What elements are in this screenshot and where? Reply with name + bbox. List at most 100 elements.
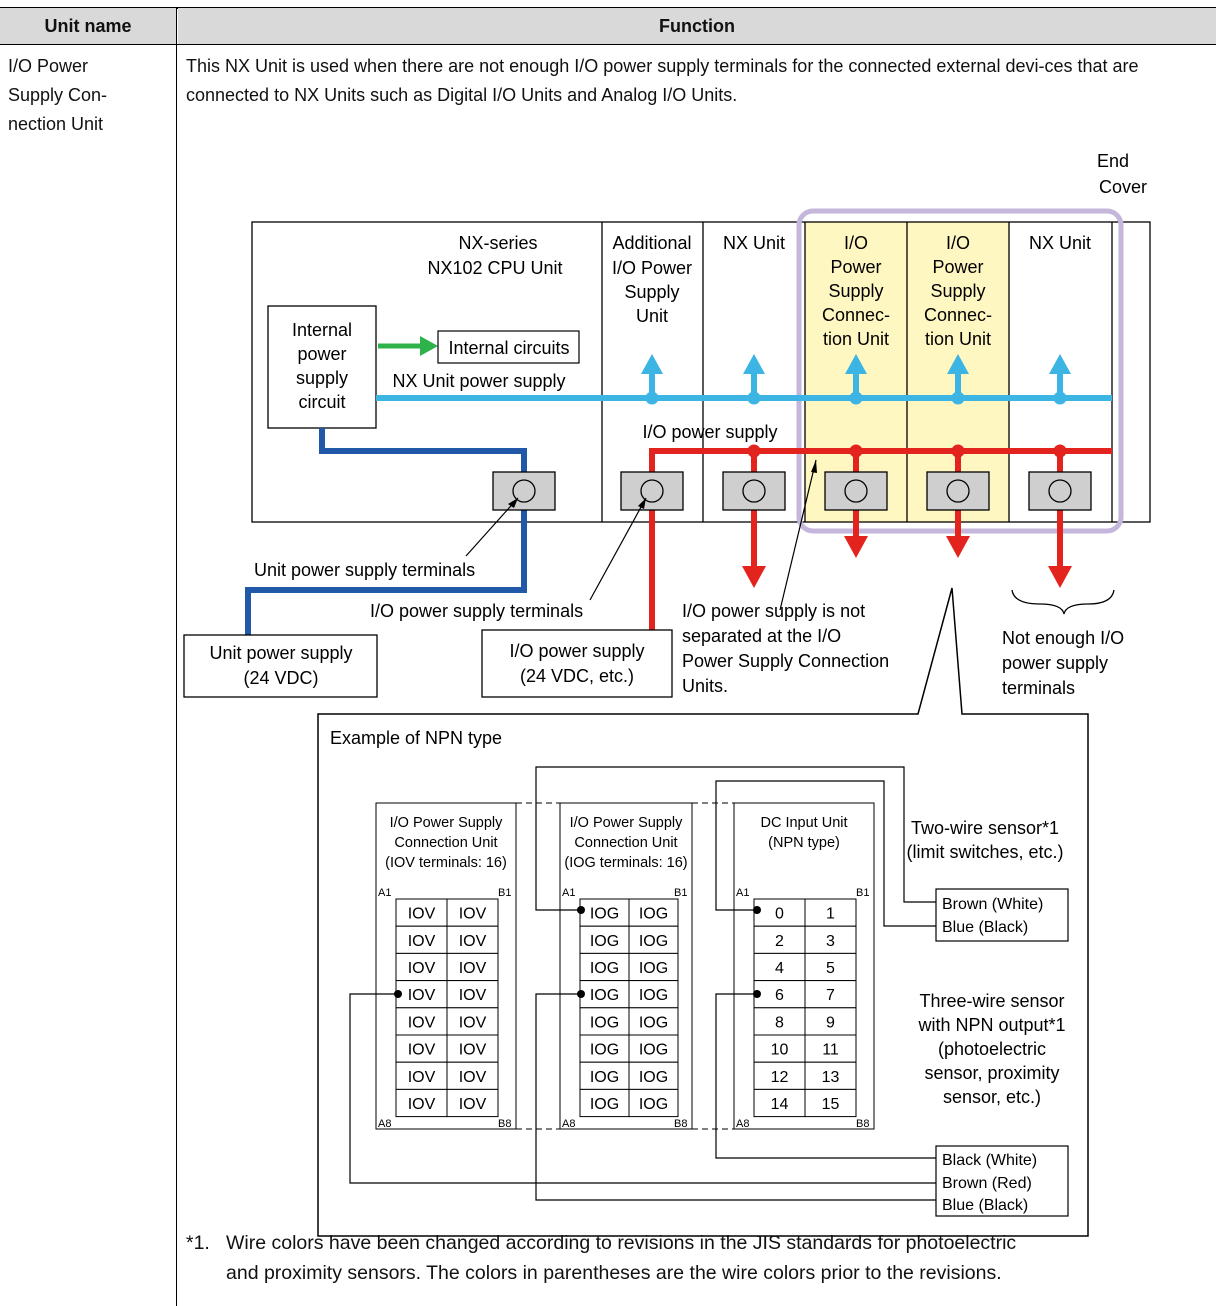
not-enough-note: Not enough I/O power supply terminals (1002, 628, 1124, 698)
dc-heading-2: (NPN type) (768, 835, 840, 851)
dc-a8: A8 (736, 1118, 749, 1130)
footnote-line-2: and proximity sensors. The colors in par… (226, 1262, 1002, 1284)
iop-b-line-4: Connec- (924, 305, 992, 325)
two-wire-sensor-box (935, 888, 1069, 942)
iog-terminal-label: IOG (590, 1014, 619, 1031)
iov-terminal-label: IOV (459, 1069, 487, 1086)
block-headings: I/O Power Supply Connection Unit (IOV te… (385, 815, 847, 871)
iov-terminal-label: IOV (408, 906, 436, 923)
unit-name-line-3: nection Unit (8, 114, 104, 134)
internal-power-line-4: circuit (298, 392, 345, 412)
not-separated-line-1: I/O power supply is not (682, 601, 865, 621)
iop-a-line-1: I/O (844, 233, 868, 253)
iov-terminal-label: IOV (459, 906, 487, 923)
iov-terminal-label: IOV (408, 1069, 436, 1086)
internal-power-label: Internal power supply circuit (292, 320, 352, 412)
terminal-nx-1 (722, 471, 786, 511)
dc-terminal-cell (753, 952, 806, 982)
not-enough-line-3: terminals (1002, 678, 1075, 698)
three-wire-line-5: sensor, etc.) (943, 1087, 1041, 1107)
three-wire-sensor-box (935, 1145, 1069, 1217)
iov-terminal-label: IOV (459, 933, 487, 950)
dc-terminal-label: 9 (826, 1014, 835, 1031)
iov-terminal-label: IOV (408, 933, 436, 950)
iov-terminal-cell (395, 1034, 448, 1063)
iov-a1: A1 (378, 887, 391, 899)
dc-terminal-label: 8 (775, 1014, 784, 1031)
unit-name-line-2: Supply Con- (8, 85, 108, 105)
iov-terminal-label: IOV (408, 987, 436, 1004)
end-cover-label-2: Cover (1099, 177, 1147, 197)
leader-lines (465, 459, 817, 611)
iov-terminal-label: IOV (408, 1096, 436, 1113)
nx-power-bus-label: NX Unit power supply (392, 371, 565, 391)
io-power-supply-line-1: I/O power supply (509, 641, 644, 661)
iov-terminal-cell (446, 1088, 499, 1118)
dc-terminal-cell (804, 925, 857, 954)
iov-a8: A8 (378, 1118, 391, 1130)
dc-terminal-cell (804, 1007, 857, 1036)
leader-arrow-2 (638, 498, 646, 509)
dc-terminal-label: 3 (826, 933, 835, 950)
two-wire-line-2: (limit switches, etc.) (906, 842, 1063, 862)
iog-heading-1: I/O Power Supply (570, 815, 684, 831)
iog-b8: B8 (674, 1118, 687, 1130)
iov-terminal-label: IOV (408, 1014, 436, 1031)
dc-terminal-cell (804, 952, 857, 982)
end-cover-label-1: End (1097, 151, 1129, 171)
io-terminals-label: I/O power supply terminals (370, 601, 583, 621)
footnote-marker: *1. (186, 1232, 210, 1254)
dc-terminal-label: 0 (775, 906, 784, 923)
iov-terminal-cell (395, 980, 448, 1009)
header-unit-name: Unit name (0, 8, 176, 44)
iog-a8: A8 (562, 1118, 575, 1130)
iov-terminal-cell (446, 980, 499, 1009)
dc-terminal-label: 4 (775, 960, 784, 977)
cpu-unit-label-1: NX-series (458, 233, 537, 253)
iov-b1: B1 (498, 887, 511, 899)
unit-name-cell: I/O Power Supply Con- nection Unit (8, 52, 168, 139)
leader-arrow-3 (811, 460, 817, 473)
not-enough-line-2: power supply (1002, 653, 1108, 673)
iog-terminal-label: IOG (639, 933, 668, 950)
three-wire-color-2: Brown (Red) (942, 1175, 1032, 1192)
iog-terminal-label: IOG (639, 987, 668, 1004)
dc-terminal-cell (804, 1088, 857, 1118)
io-power-supply-box (481, 629, 673, 698)
footnote: *1. Wire colors have been changed accordi… (186, 1228, 1206, 1288)
iog-terminal-cell (579, 1088, 630, 1118)
nx-unit-label-1: NX Unit (723, 233, 785, 253)
internal-power-line-3: supply (296, 368, 348, 388)
dc-heading-1: DC Input Unit (760, 815, 847, 831)
dc-terminal-label: 14 (771, 1096, 789, 1113)
three-wire-line-2: with NPN output*1 (917, 1015, 1065, 1035)
footnote-line-1: Wire colors have been changed according … (226, 1232, 1017, 1254)
iog-heading-3: (IOG terminals: 16) (564, 855, 687, 871)
iov-block (375, 802, 517, 1130)
unit-power-supply-line-1: Unit power supply (209, 643, 352, 663)
nx-power-tap-1 (641, 354, 663, 405)
io-power-supply-line-2: (24 VDC, etc.) (520, 666, 634, 686)
iog-terminal-label: IOG (639, 1042, 668, 1059)
io-tap-4 (1048, 444, 1072, 588)
dc-terminal-label: 10 (771, 1042, 789, 1059)
not-enough-line-1: Not enough I/O (1002, 628, 1124, 648)
nx-power-tap-3 (845, 354, 867, 405)
two-wire-color-2: Blue (Black) (942, 919, 1028, 936)
internal-power-line-1: Internal (292, 320, 352, 340)
additional-unit-label-4: Unit (636, 306, 668, 326)
iog-terminal-label: IOG (590, 1096, 619, 1113)
terminal-nx-2 (1028, 471, 1092, 511)
header-bottom-rule (0, 44, 1216, 45)
dc-terminal-label: 11 (822, 1042, 839, 1059)
header-function: Function (178, 8, 1216, 44)
iog-block (559, 802, 693, 1130)
iog-terminal-cell (628, 1061, 679, 1090)
dc-b8: B8 (856, 1118, 869, 1130)
iog-terminal-label: IOG (590, 960, 619, 977)
three-wire-line-4: sensor, proximity (924, 1063, 1059, 1083)
